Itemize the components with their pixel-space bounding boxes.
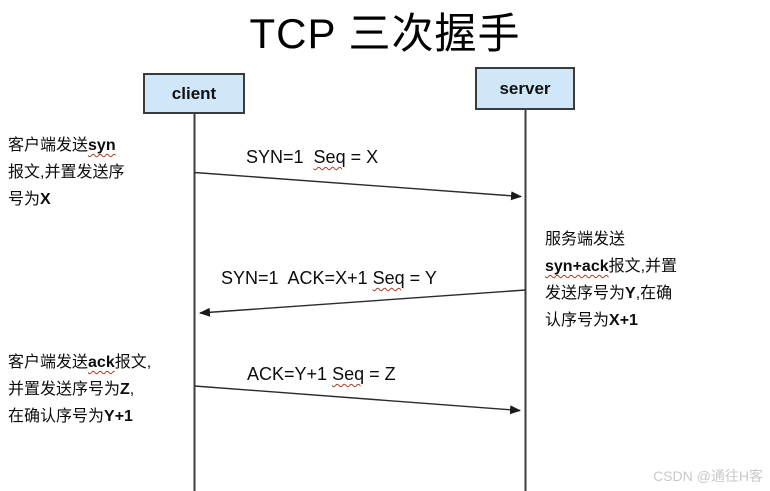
csdn-watermark: CSDN @通往H客 <box>653 468 763 484</box>
server-actor-box: server <box>475 67 575 110</box>
arrow-syn-ack <box>199 289 526 317</box>
message-label-syn-ack: SYN=1 ACK=X+1 Seq = Y <box>221 268 437 288</box>
page-title: TCP 三次握手 <box>249 10 521 57</box>
message-label-syn: SYN=1 Seq = X <box>246 147 379 167</box>
arrow-ack <box>194 385 521 415</box>
arrow-syn <box>194 171 522 201</box>
client-actor-box: client <box>143 73 245 114</box>
message-label-ack: ACK=Y+1 Seq = Z <box>247 364 396 384</box>
annotation-client-ack: 客户端发送ack报文, 并置发送序号为Z, 在确认序号为Y+1 <box>8 354 152 425</box>
client-actor-label: client <box>171 83 217 103</box>
annotation-client-syn: 客户端发送syn 报文,并置发送序 号为X <box>8 137 125 208</box>
annotation-server-syn-ack: 服务端发送 syn+ack报文,并置 发送序号为Y,在确 认序号为X+1 <box>545 231 678 329</box>
server-actor-label: server <box>499 78 551 98</box>
